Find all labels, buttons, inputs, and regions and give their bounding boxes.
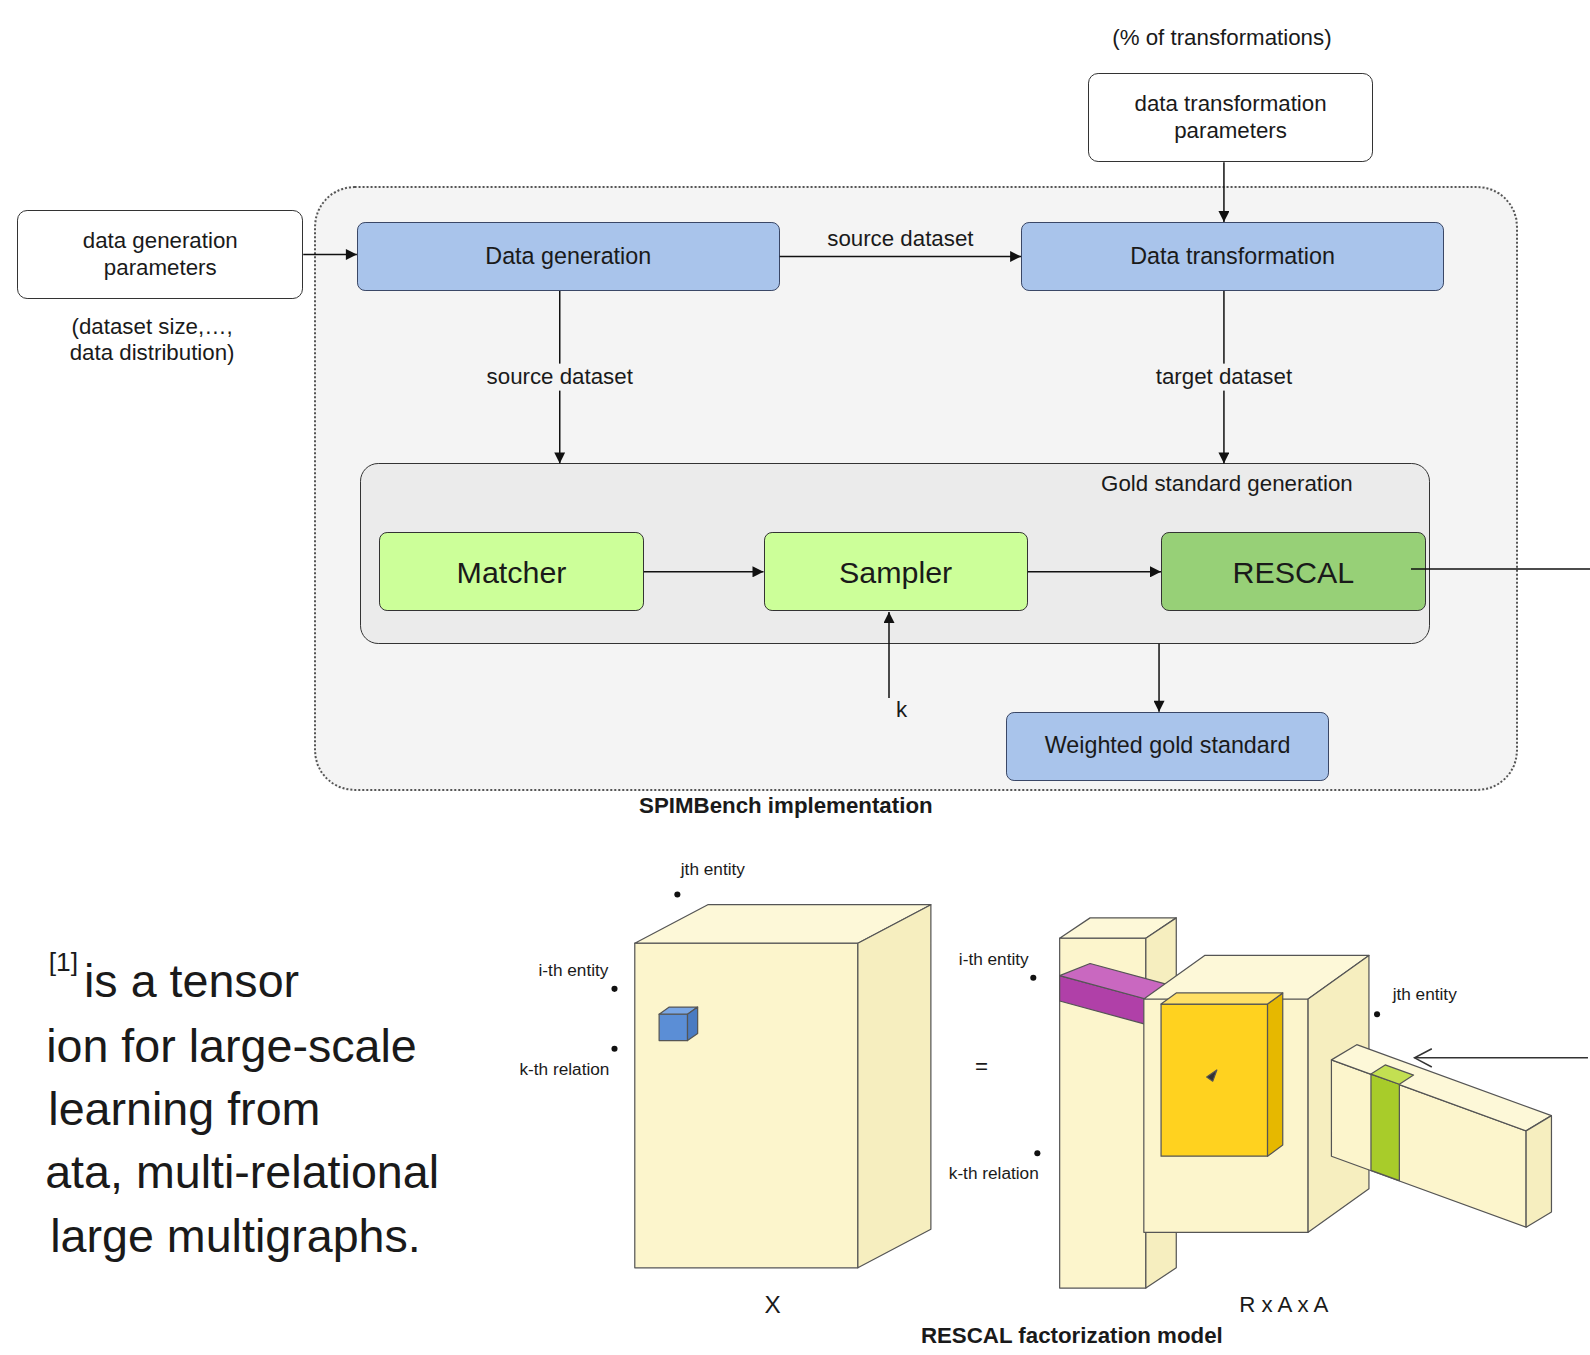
flow-arrow bbox=[559, 291, 561, 463]
note-label: (% of transformations) bbox=[1112, 24, 1331, 51]
box-text: data generation parameters bbox=[18, 228, 302, 282]
output-box: Weighted gold standard bbox=[1006, 712, 1329, 781]
figure-label: jth entity bbox=[681, 859, 745, 880]
flow-arrow bbox=[780, 256, 1021, 258]
box-text: Weighted gold standard bbox=[1037, 732, 1299, 760]
paragraph-text: learning from bbox=[48, 1082, 320, 1138]
flow-arrow bbox=[1158, 644, 1160, 712]
paragraph-text: ion for large-scale bbox=[46, 1020, 417, 1076]
box-text: Data generation bbox=[477, 243, 659, 271]
figure-label: i-th entity bbox=[959, 949, 1029, 970]
figure-label: k-th relation bbox=[519, 1058, 609, 1079]
flow-arrow bbox=[1223, 291, 1225, 463]
box-text: RESCAL bbox=[1225, 554, 1363, 591]
parameter-box: data transformation parameters bbox=[1088, 73, 1373, 162]
component-box: Sampler bbox=[764, 532, 1028, 611]
factor-a-transposed bbox=[1331, 1045, 1551, 1228]
paragraph-text: is a tensor bbox=[84, 954, 299, 1010]
tensor-x bbox=[635, 905, 931, 1268]
box-text: Sampler bbox=[831, 554, 960, 591]
paragraph-text: [1] bbox=[49, 948, 78, 980]
box-heading: SPIMBench implementation bbox=[583, 793, 989, 820]
note-label: k bbox=[896, 696, 907, 723]
process-box: Data transformation bbox=[1021, 222, 1444, 291]
rescal-output-line bbox=[1411, 568, 1590, 570]
entity-dots bbox=[611, 892, 1380, 1157]
group-box: Matcher Sampler RESCAL Gold standard genera… bbox=[360, 463, 1430, 643]
edge-label: target dataset bbox=[1152, 364, 1296, 391]
system-region: Data generation Data transformationMatche… bbox=[314, 186, 1518, 791]
box-text: Data transformation bbox=[1122, 243, 1343, 271]
figure-label: k-th relation bbox=[949, 1163, 1039, 1184]
figure-label: RESCAL factorization model bbox=[921, 1323, 1223, 1350]
figure-label: = bbox=[975, 1053, 988, 1080]
figure-label: R x A x A bbox=[1239, 1292, 1328, 1319]
flow-arrow bbox=[644, 571, 764, 573]
figure-label: i-th entity bbox=[539, 960, 609, 981]
component-box: Matcher bbox=[379, 532, 644, 611]
pointer-arrow bbox=[1415, 1049, 1588, 1067]
component-box: RESCAL bbox=[1161, 532, 1426, 611]
figure-label: jth entity bbox=[1393, 983, 1457, 1004]
flow-arrow bbox=[303, 254, 357, 256]
box-text: Matcher bbox=[449, 554, 575, 591]
process-box: Data generation bbox=[357, 222, 780, 291]
k-input-line bbox=[888, 612, 890, 698]
box-heading: Gold standard generation bbox=[1024, 471, 1430, 498]
paragraph-text: large multigraphs. bbox=[50, 1209, 421, 1265]
flow-arrow bbox=[1028, 571, 1161, 573]
box-text: data transformation parameters bbox=[1089, 91, 1372, 145]
edge-label: source dataset bbox=[483, 364, 637, 391]
edge-label: source dataset bbox=[823, 226, 977, 253]
figure-label: X bbox=[765, 1290, 781, 1319]
parameter-box: data generation parameters bbox=[17, 210, 303, 299]
paragraph-text: ata, multi-relational bbox=[45, 1145, 439, 1201]
note-label: (dataset size,…, data distribution) bbox=[51, 314, 254, 368]
flow-arrow bbox=[1223, 162, 1225, 222]
